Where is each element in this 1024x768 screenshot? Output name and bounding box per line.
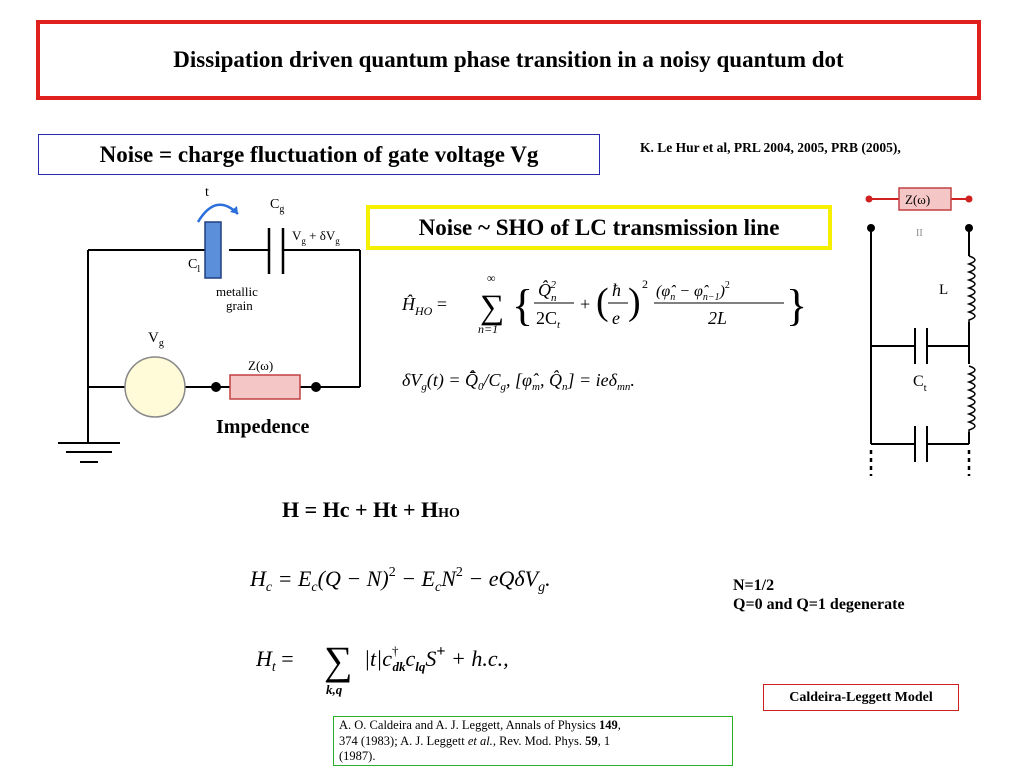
slide-title: Dissipation driven quantum phase transit… xyxy=(173,47,844,72)
noise-charge-text: Noise = charge fluctuation of gate volta… xyxy=(99,141,539,167)
ht-sum-index: k,q xyxy=(326,682,343,697)
svg-text:): ) xyxy=(628,281,641,323)
right-circuit-diagram: Z(ω) II L Ct xyxy=(865,187,976,476)
cg-label: Cg xyxy=(270,197,284,215)
svg-text:δVg(t) = Q̄̂0/Cg, [φ̂m, Q̂n: δVg(t) = Q̄̂0/Cg, [φ̂m, Q̂n] = ieδmn. xyxy=(402,370,635,393)
sum-upper: ∞ xyxy=(487,271,496,285)
citation-line-3: (1987). xyxy=(339,749,376,763)
inductor-label: L xyxy=(939,282,948,298)
voltage-source xyxy=(124,356,186,418)
noise-sho-box: Noise ~ SHO of LC transmission line xyxy=(366,205,832,250)
caldeira-leggett-box: Caldeira-Leggett Model xyxy=(763,684,959,711)
hamiltonian-sum: H = Hc + Ht + HHO xyxy=(282,497,460,522)
t-label: t xyxy=(205,185,209,200)
svg-text:Ht =: Ht = xyxy=(256,646,294,675)
svg-text:2: 2 xyxy=(642,277,648,291)
svg-text:+: + xyxy=(580,294,590,314)
grain-label-2: grain xyxy=(226,298,253,313)
tunneling-arrow xyxy=(196,203,239,223)
svg-text:(: ( xyxy=(596,281,609,323)
noise-charge-box: Noise = charge fluctuation of gate volta… xyxy=(38,134,600,175)
h-ho-equation: ĤHO = ∞ ∑ n=1 { Q̂n2 2Ct + ( ħ e ) 2 (φ̂… xyxy=(401,271,807,336)
c1-label: Cl xyxy=(188,257,200,275)
delta-vg-equation: δVg(t) = Q̄̂0/Cg, [φ̂m, Q̂n] = ieδmn. xyxy=(402,370,635,393)
svg-text:Q̂n2: Q̂n2 xyxy=(538,279,557,304)
svg-text:{: { xyxy=(512,281,533,330)
sum-sigma: ∑ xyxy=(480,289,504,326)
caldeira-leggett-text: Caldeira-Leggett Model xyxy=(789,689,933,705)
svg-text:ħ: ħ xyxy=(612,280,621,300)
svg-text:Hc = Ec(Q − N)2 − EcN2 − eQδVg: Hc = Ec(Q − N)2 − EcN2 − eQδVg. xyxy=(250,565,551,595)
svg-text:2L: 2L xyxy=(708,308,727,328)
hc-equation: Hc = Ec(Q − N)2 − EcN2 − eQδVg. xyxy=(250,565,551,595)
impedence-label: Impedence xyxy=(216,416,310,438)
right-z-omega-label: Z(ω) xyxy=(905,192,930,207)
svg-text:|t|c†dkclqS+ + h.c.,: |t|c†dkclqS+ + h.c., xyxy=(364,643,509,674)
right-impedance-block xyxy=(898,187,952,211)
svg-text:}: } xyxy=(786,281,807,330)
noise-sho-text: Noise ~ SHO of LC transmission line xyxy=(418,214,780,240)
svg-text:2Ct: 2Ct xyxy=(536,308,561,331)
impedance-block xyxy=(229,374,301,400)
ht-equation: Ht = ∑ k,q |t|c†dkclqS+ + h.c., xyxy=(256,638,509,697)
grain-label-1: metallic xyxy=(216,284,258,299)
svg-text:e: e xyxy=(612,308,620,328)
vg-label: Vg xyxy=(148,330,164,349)
degeneracy-note: N=1/2 Q=0 and Q=1 degenerate xyxy=(733,576,905,614)
citation-box: A. O. Caldeira and A. J. Leggett, Annals… xyxy=(333,716,733,766)
left-circuit-diagram: t Cg Vg + δVg Cl metallic grain Vg Z(ω) xyxy=(58,185,361,463)
sum-lower: n=1 xyxy=(478,322,498,336)
z-omega-label: Z(ω) xyxy=(248,358,273,373)
citation-line-1: A. O. Caldeira and A. J. Leggett, Annals… xyxy=(339,718,621,732)
title-box: Dissipation driven quantum phase transit… xyxy=(36,20,981,100)
n-half-text: N=1/2 xyxy=(733,577,775,594)
ct-label: Ct xyxy=(913,373,927,394)
ht-sum-sigma: ∑ xyxy=(324,638,353,683)
svg-text:(φ̂n − φ̂n−1)2: (φ̂n − φ̂n−1)2 xyxy=(656,280,730,303)
degenerate-text: Q=0 and Q=1 degenerate xyxy=(733,596,905,613)
citation-line-2: 374 (1983); A. J. Leggett et al., Rev. M… xyxy=(339,733,611,748)
references-text: K. Le Hur et al, PRL 2004, 2005, PRB (20… xyxy=(640,140,901,155)
grain-capacitor-plate xyxy=(204,221,222,279)
vg-dvg-label: Vg + δVg xyxy=(292,228,340,246)
equivalence-mark: II xyxy=(916,228,923,239)
svg-text:ĤHO =: ĤHO = xyxy=(401,293,447,318)
